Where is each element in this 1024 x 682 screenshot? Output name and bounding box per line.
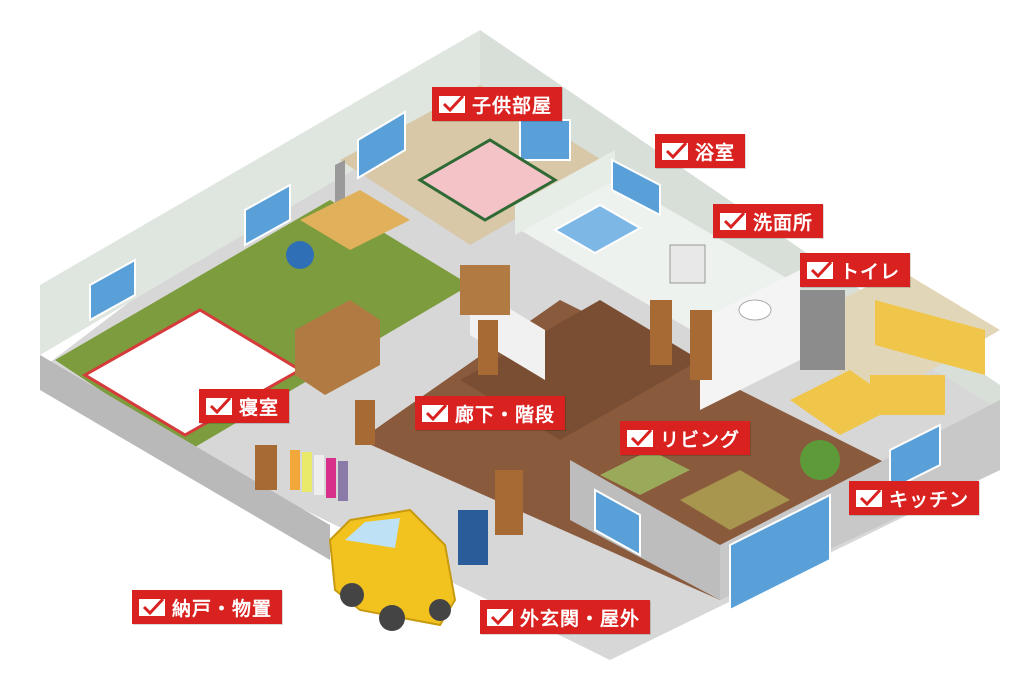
dining-table	[680, 470, 790, 530]
check-envelope-icon	[855, 487, 883, 509]
bed-kids	[417, 138, 558, 222]
check-envelope-icon	[486, 606, 514, 628]
kitchen-cabinets	[875, 300, 985, 375]
closet-clothes	[290, 450, 348, 501]
washer	[669, 244, 706, 284]
sofa	[600, 450, 690, 495]
bookshelf	[460, 265, 510, 315]
label-kids-room-text: 子供部屋	[472, 94, 553, 117]
label-washroom-text: 洗面所	[753, 211, 814, 234]
label-washroom[interactable]: 洗面所	[713, 204, 824, 238]
doors	[255, 300, 712, 535]
label-bedroom-text: 寝室	[239, 396, 280, 419]
bathtub	[552, 203, 643, 255]
toilet	[738, 299, 772, 321]
front-wall-mid	[570, 460, 720, 600]
check-envelope-icon	[421, 402, 449, 424]
check-envelope-icon	[626, 427, 654, 449]
label-living[interactable]: リビング	[620, 421, 751, 455]
front-wall-left	[40, 355, 330, 560]
fridge	[800, 290, 845, 370]
label-entrance[interactable]: 外玄関・屋外	[480, 600, 651, 634]
label-kitchen-text: キッチン	[889, 488, 970, 511]
check-envelope-icon	[205, 395, 233, 417]
car	[328, 508, 457, 631]
label-entrance-text: 外玄関・屋外	[520, 607, 641, 630]
label-hallway-text: 廊下・階段	[455, 403, 556, 426]
label-bathroom-text: 浴室	[695, 141, 736, 164]
label-living-text: リビング	[660, 428, 741, 451]
plant	[800, 440, 840, 480]
label-kids-room[interactable]: 子供部屋	[432, 87, 563, 121]
check-envelope-icon	[806, 259, 834, 281]
partition-4	[700, 270, 800, 410]
label-kitchen[interactable]: キッチン	[849, 481, 980, 515]
chair	[286, 241, 314, 269]
partition-2	[515, 150, 615, 235]
desk	[300, 190, 410, 250]
shoe-cabinet	[458, 510, 488, 565]
check-envelope-icon	[719, 210, 747, 232]
back-wall-left	[40, 30, 480, 355]
check-envelope-icon	[138, 596, 166, 618]
label-storage[interactable]: 納戸・物置	[132, 590, 283, 624]
label-storage-text: 納戸・物置	[172, 597, 273, 620]
label-toilet-text: トイレ	[840, 260, 901, 283]
label-toilet[interactable]: トイレ	[800, 253, 911, 287]
label-bathroom[interactable]: 浴室	[655, 134, 746, 168]
check-envelope-icon	[661, 140, 689, 162]
windows	[89, 110, 941, 612]
label-hallway[interactable]: 廊下・階段	[415, 396, 566, 430]
label-bedroom[interactable]: 寝室	[199, 389, 290, 423]
dresser	[295, 300, 380, 395]
check-envelope-icon	[438, 93, 466, 115]
lower-cabinets	[870, 375, 945, 415]
